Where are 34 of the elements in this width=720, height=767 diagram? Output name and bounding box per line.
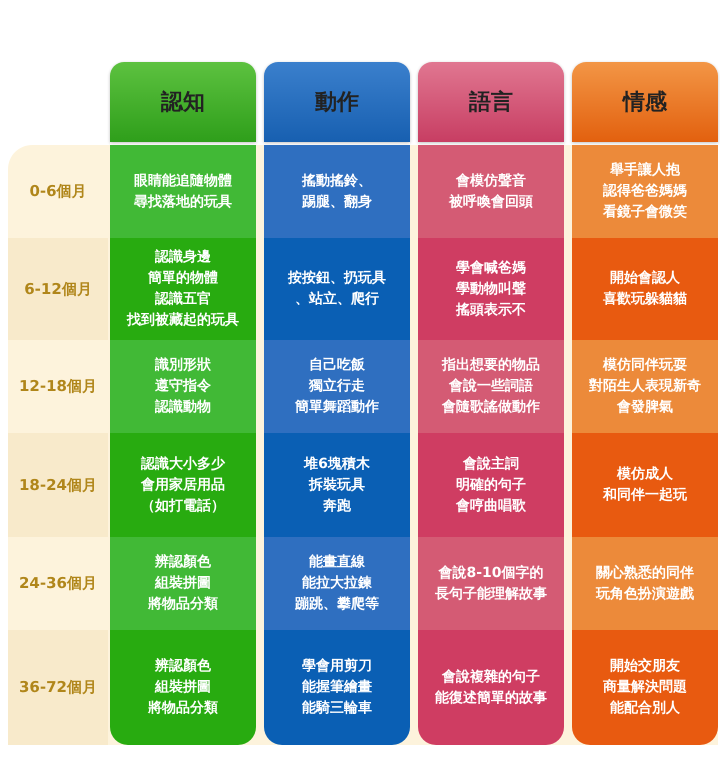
column-header: 動作 xyxy=(264,62,410,142)
table-cell: 搖動搖鈴、踢腿、翻身 xyxy=(264,145,410,238)
table-cell: 開始會認人喜歡玩躲貓貓 xyxy=(572,238,718,340)
row-header: 6-12個月 xyxy=(8,238,108,340)
table-cell: 會說主詞明確的句子會哼曲唱歌 xyxy=(418,433,564,537)
column-header: 認知 xyxy=(110,62,256,142)
row-header: 12-18個月 xyxy=(18,376,98,397)
table-cell: 模仿同伴玩耍對陌生人表現新奇會發脾氣 xyxy=(572,340,718,433)
table-cell: 開始交朋友商量解決問題能配合別人 xyxy=(572,630,718,745)
table-cell: 按按鈕、扔玩具、站立、爬行 xyxy=(264,238,410,340)
table-cell: 能畫直線能拉大拉鍊蹦跳、攀爬等 xyxy=(264,537,410,630)
table-cell: 模仿成人和同伴一起玩 xyxy=(572,433,718,537)
table-cell: 會模仿聲音被呼喚會回頭 xyxy=(418,145,564,238)
table-cell: 識別形狀遵守指令認識動物 xyxy=(110,340,256,433)
column-header: 情感 xyxy=(572,62,718,142)
table-cell: 會說8-10個字的長句子能理解故事 xyxy=(418,537,564,630)
table-cell: 眼睛能追隨物體尋找落地的玩具 xyxy=(110,145,256,238)
table-cell: 指出想要的物品會說一些詞語會隨歌謠做動作 xyxy=(418,340,564,433)
table-cell: 堆6塊積木拆裝玩具奔跑 xyxy=(264,433,410,537)
table-cell: 會說複雜的句子能復述簡單的故事 xyxy=(418,630,564,745)
table-cell: 辨認顏色組裝拼圖將物品分類 xyxy=(110,537,256,630)
row-header: 0-6個月 xyxy=(28,181,88,202)
row-header: 36-72個月 xyxy=(8,630,108,745)
table-cell: 認識大小多少會用家居用品（如打電話） xyxy=(110,433,256,537)
row-header: 18-24個月 xyxy=(8,433,108,537)
table-cell: 舉手讓人抱認得爸爸媽媽看鏡子會微笑 xyxy=(572,145,718,238)
table-cell: 辨認顏色組裝拼圖將物品分類 xyxy=(110,630,256,745)
table-cell: 認識身邊簡單的物體認識五官找到被藏起的玩具 xyxy=(110,238,256,340)
table-cell: 關心熟悉的同伴玩角色扮演遊戲 xyxy=(572,537,718,630)
table-cell: 自己吃飯獨立行走簡單舞蹈動作 xyxy=(264,340,410,433)
table-cell: 學會用剪刀能握筆繪畫能騎三輪車 xyxy=(264,630,410,745)
column-header: 語言 xyxy=(418,62,564,142)
table-cell: 學會喊爸媽學動物叫聲搖頭表示不 xyxy=(418,238,564,340)
row-header: 24-36個月 xyxy=(18,573,98,594)
